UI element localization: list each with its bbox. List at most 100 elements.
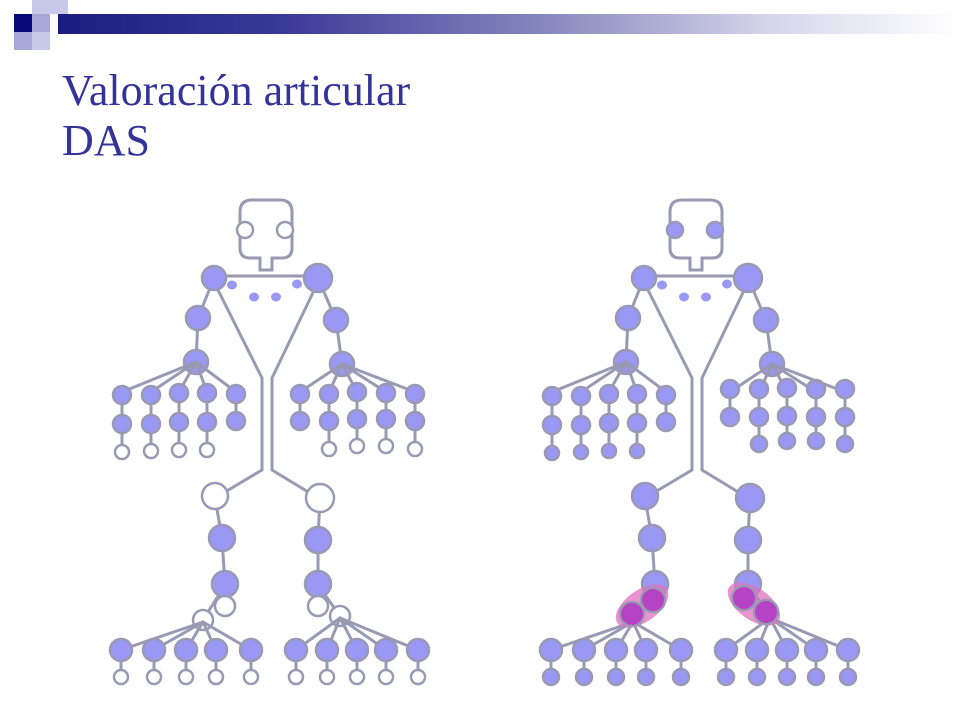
- sternoclavicular-joint: [679, 292, 689, 302]
- finger-joint: [541, 414, 563, 436]
- inflamed-joint-core: [733, 587, 755, 609]
- deco-square-light: [32, 14, 50, 32]
- finger-joint: [776, 405, 798, 427]
- finger-joint: [748, 406, 770, 428]
- finger-ray: [149, 360, 198, 394]
- subtalar-joint: [213, 594, 237, 618]
- sternoclavicular-joint: [701, 292, 711, 302]
- toe-ray: [119, 620, 205, 652]
- head-outline: [668, 198, 724, 272]
- temporomandibular-joint: [665, 220, 685, 240]
- mtp-joint: [538, 637, 564, 663]
- mtp-joint: [633, 637, 659, 663]
- temporomandibular-joint: [235, 220, 255, 240]
- finger-joint: [111, 384, 133, 406]
- finger-joint: [289, 410, 311, 432]
- hip-joint: [200, 481, 230, 511]
- sternoclavicular-joint: [249, 292, 259, 302]
- elbow-joint: [752, 306, 780, 334]
- knee-joint: [637, 523, 667, 553]
- mtp-joint: [283, 637, 309, 663]
- title-line-1: Valoración articular: [62, 66, 411, 115]
- deco-square-light: [14, 32, 32, 50]
- hip-joint: [304, 482, 336, 514]
- mtp-joint: [373, 637, 399, 663]
- mtp-joint: [835, 637, 861, 663]
- sternoclavicular-joint: [292, 279, 302, 289]
- finger-joint: [543, 444, 561, 462]
- finger-joint: [570, 414, 592, 436]
- finger-joint: [749, 434, 769, 454]
- finger-joint: [140, 384, 162, 406]
- elbow-joint: [184, 304, 212, 332]
- toe-joint: [177, 668, 195, 686]
- finger-joint: [346, 408, 368, 430]
- shoulder-joint: [302, 262, 334, 294]
- finger-joint: [404, 383, 426, 405]
- finger-joint: [198, 441, 216, 459]
- finger-joint: [377, 437, 395, 455]
- knee-joint: [207, 523, 237, 553]
- mtp-joint: [744, 637, 770, 663]
- finger-joint: [375, 382, 397, 404]
- mtp-joint: [668, 637, 694, 663]
- inflamed-joint-core: [755, 601, 777, 623]
- toe-joint: [318, 668, 336, 686]
- finger-joint: [806, 431, 826, 451]
- toe-joint: [806, 667, 826, 687]
- finger-joint: [318, 410, 340, 432]
- finger-joint: [346, 381, 368, 403]
- toe-joint: [112, 668, 130, 686]
- toe-joint: [671, 667, 691, 687]
- finger-joint: [572, 443, 590, 461]
- toe-ray: [768, 616, 850, 652]
- decorative-header: [0, 0, 960, 60]
- finger-joint: [834, 378, 856, 400]
- finger-ray: [624, 360, 668, 394]
- toe-joint: [777, 667, 797, 687]
- finger-joint: [835, 434, 855, 454]
- inflamed-joint-core: [621, 603, 643, 625]
- finger-ray: [120, 360, 198, 394]
- finger-ray: [770, 362, 847, 394]
- finger-joint: [289, 383, 311, 405]
- temporomandibular-joint: [705, 220, 725, 240]
- toe-joint: [838, 667, 858, 687]
- deco-square-light: [32, 0, 50, 14]
- finger-joint: [655, 411, 677, 433]
- mtp-joint: [713, 637, 739, 663]
- ankle-joint: [303, 569, 333, 599]
- toe-ray: [549, 620, 635, 652]
- sternoclavicular-joint: [227, 280, 237, 290]
- finger-joint: [170, 441, 188, 459]
- sternoclavicular-joint: [271, 292, 281, 302]
- mtp-joint: [571, 637, 597, 663]
- toe-joint: [287, 668, 305, 686]
- finger-joint: [196, 382, 218, 404]
- finger-joint: [570, 385, 592, 407]
- finger-joint: [225, 410, 247, 432]
- finger-joint: [626, 412, 648, 434]
- hip-joint: [734, 482, 766, 514]
- finger-joint: [404, 410, 426, 432]
- title-line-2: DAS: [62, 116, 151, 165]
- knee-joint: [733, 525, 763, 555]
- toe-joint: [747, 667, 767, 687]
- finger-joint: [196, 411, 218, 433]
- ankle-joint: [210, 569, 240, 599]
- elbow-joint: [614, 304, 642, 332]
- finger-joint: [777, 431, 797, 451]
- hip-joint: [630, 481, 660, 511]
- finger-joint: [406, 440, 424, 458]
- finger-joint: [626, 383, 648, 405]
- deco-square-light: [50, 0, 68, 14]
- shoulder-joint: [630, 264, 658, 292]
- finger-joint: [375, 408, 397, 430]
- subtalar-joint: [306, 594, 330, 618]
- finger-joint: [320, 440, 338, 458]
- toe-joint: [145, 668, 163, 686]
- finger-joint: [140, 413, 162, 435]
- toe-joint: [541, 667, 561, 687]
- toe-ray: [338, 616, 420, 652]
